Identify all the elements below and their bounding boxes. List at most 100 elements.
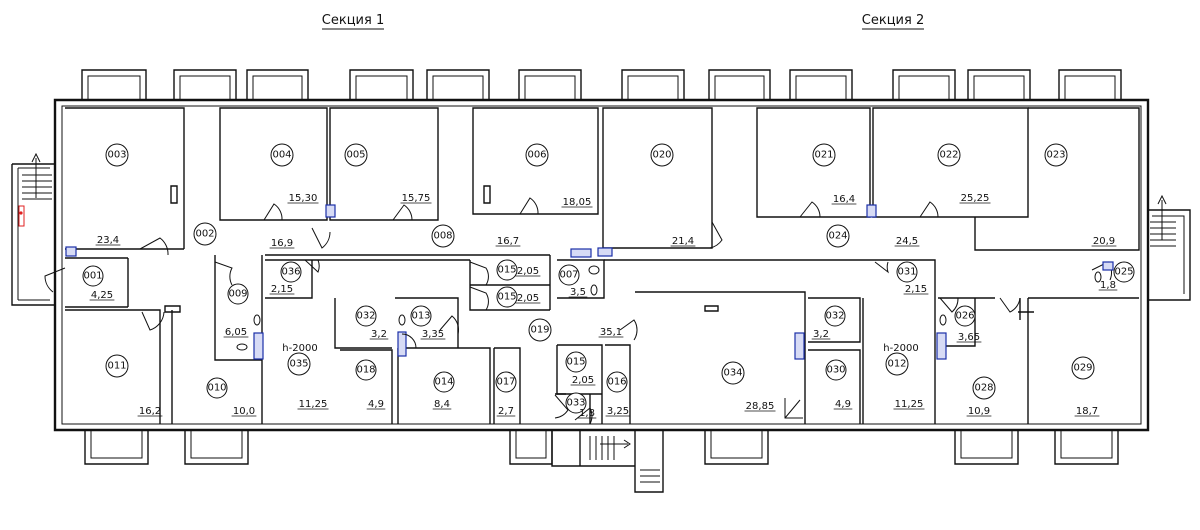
fixture-icon	[325, 204, 336, 218]
room-area: 16,4	[833, 194, 855, 205]
room-number: 021	[814, 150, 833, 161]
room-area: 20,9	[1093, 236, 1115, 247]
room-area: 24,5	[896, 236, 918, 247]
room-marker	[558, 264, 580, 286]
fixture-icon	[253, 332, 264, 360]
toilet-icon	[590, 284, 598, 296]
room-number: 025	[1114, 267, 1133, 278]
room-marker	[495, 371, 517, 393]
room-area: 4,9	[368, 399, 384, 410]
room-area: 11,25	[895, 399, 924, 410]
room-number: 036	[281, 267, 300, 278]
room-area: 2,05	[517, 266, 539, 277]
room-area: 4,25	[91, 290, 113, 301]
alarm-marker	[18, 205, 25, 227]
room-marker	[193, 222, 217, 246]
room-marker	[606, 371, 628, 393]
room-number: 022	[939, 150, 958, 161]
room-number: 016	[607, 377, 626, 388]
room-marker	[433, 371, 455, 393]
room-marker	[565, 392, 587, 414]
room-number: 015	[566, 357, 585, 368]
sanitary-fixtures	[65, 204, 1114, 360]
room-area: 21,4	[672, 236, 694, 247]
exterior-walls	[53, 98, 1150, 432]
room-number: 023	[1046, 150, 1065, 161]
room-marker	[565, 351, 587, 373]
room-marker	[270, 143, 294, 167]
room-number: 035	[289, 359, 308, 370]
toilet-icon	[253, 314, 261, 326]
room-area: 3,35	[422, 329, 444, 340]
room-area: 2,15	[271, 284, 293, 295]
room-marker	[496, 286, 518, 308]
fixture-icon	[1102, 261, 1114, 271]
room-marker	[885, 352, 909, 376]
room-area: 2,05	[572, 375, 594, 386]
room-marker	[937, 143, 961, 167]
room-area: 3,5	[570, 287, 586, 298]
toilet-icon	[398, 314, 406, 326]
room-marker	[1071, 356, 1095, 380]
right-entrance-stair	[1148, 194, 1191, 301]
room-number: 008	[433, 231, 452, 242]
room-marker	[410, 305, 432, 327]
room-area: 16,9	[271, 238, 293, 249]
toilet-icon	[939, 314, 947, 326]
room-area: 15,75	[402, 193, 431, 204]
room-area: 4,9	[835, 399, 851, 410]
fixture-icon	[570, 248, 592, 258]
room-area: 3,2	[371, 329, 387, 340]
room-area: 1,8	[1100, 280, 1116, 291]
room-number: 002	[195, 229, 214, 240]
room-marker	[721, 361, 745, 385]
room-number: 026	[955, 311, 974, 322]
toilet-icon	[1094, 271, 1102, 283]
room-number: 013	[411, 311, 430, 322]
section-1-title: Секция 1	[322, 13, 384, 28]
room-area: 11,25	[299, 399, 328, 410]
room-number: 009	[228, 289, 247, 300]
room-number: 028	[974, 383, 993, 394]
room-marker	[355, 359, 377, 381]
room-marker	[82, 265, 104, 287]
room-marker	[650, 143, 674, 167]
room-number: 034	[723, 368, 742, 379]
room-number: 015	[497, 292, 516, 303]
room-number: 004	[272, 150, 291, 161]
room-number: 007	[559, 270, 578, 281]
balconies-top	[81, 69, 1122, 100]
room-number: 005	[346, 150, 365, 161]
fixture-icon	[866, 204, 877, 218]
room-marker	[431, 224, 455, 248]
room-area: 8,4	[434, 399, 450, 410]
room-number: 032	[356, 311, 375, 322]
room-area: 35,1	[600, 327, 622, 338]
room-area: 3,25	[607, 406, 629, 417]
fixture-icon	[794, 332, 805, 360]
room-number: 030	[826, 365, 845, 376]
room-number: 011	[107, 361, 126, 372]
room-marker	[105, 143, 129, 167]
room-area: 16,7	[497, 236, 519, 247]
room-area: 10,0	[233, 406, 255, 417]
room-number: 001	[83, 271, 102, 282]
room-marker	[1113, 261, 1135, 283]
height-note: h-2000	[282, 343, 317, 354]
room-marker	[972, 376, 996, 400]
toilet-icon	[588, 265, 600, 275]
room-area: 2,05	[517, 293, 539, 304]
toilet-icon	[236, 343, 248, 351]
room-marker	[1044, 143, 1068, 167]
room-area: 15,30	[289, 193, 318, 204]
room-area: 25,25	[961, 193, 990, 204]
balconies-bottom	[84, 430, 1119, 465]
room-number: 029	[1073, 363, 1092, 374]
room-area: 6,05	[225, 327, 247, 338]
room-number: 020	[652, 150, 671, 161]
room-number: 033	[566, 398, 585, 409]
room-marker	[496, 259, 518, 281]
room-area: 1,8	[579, 408, 595, 419]
fixture-icon	[936, 332, 947, 360]
